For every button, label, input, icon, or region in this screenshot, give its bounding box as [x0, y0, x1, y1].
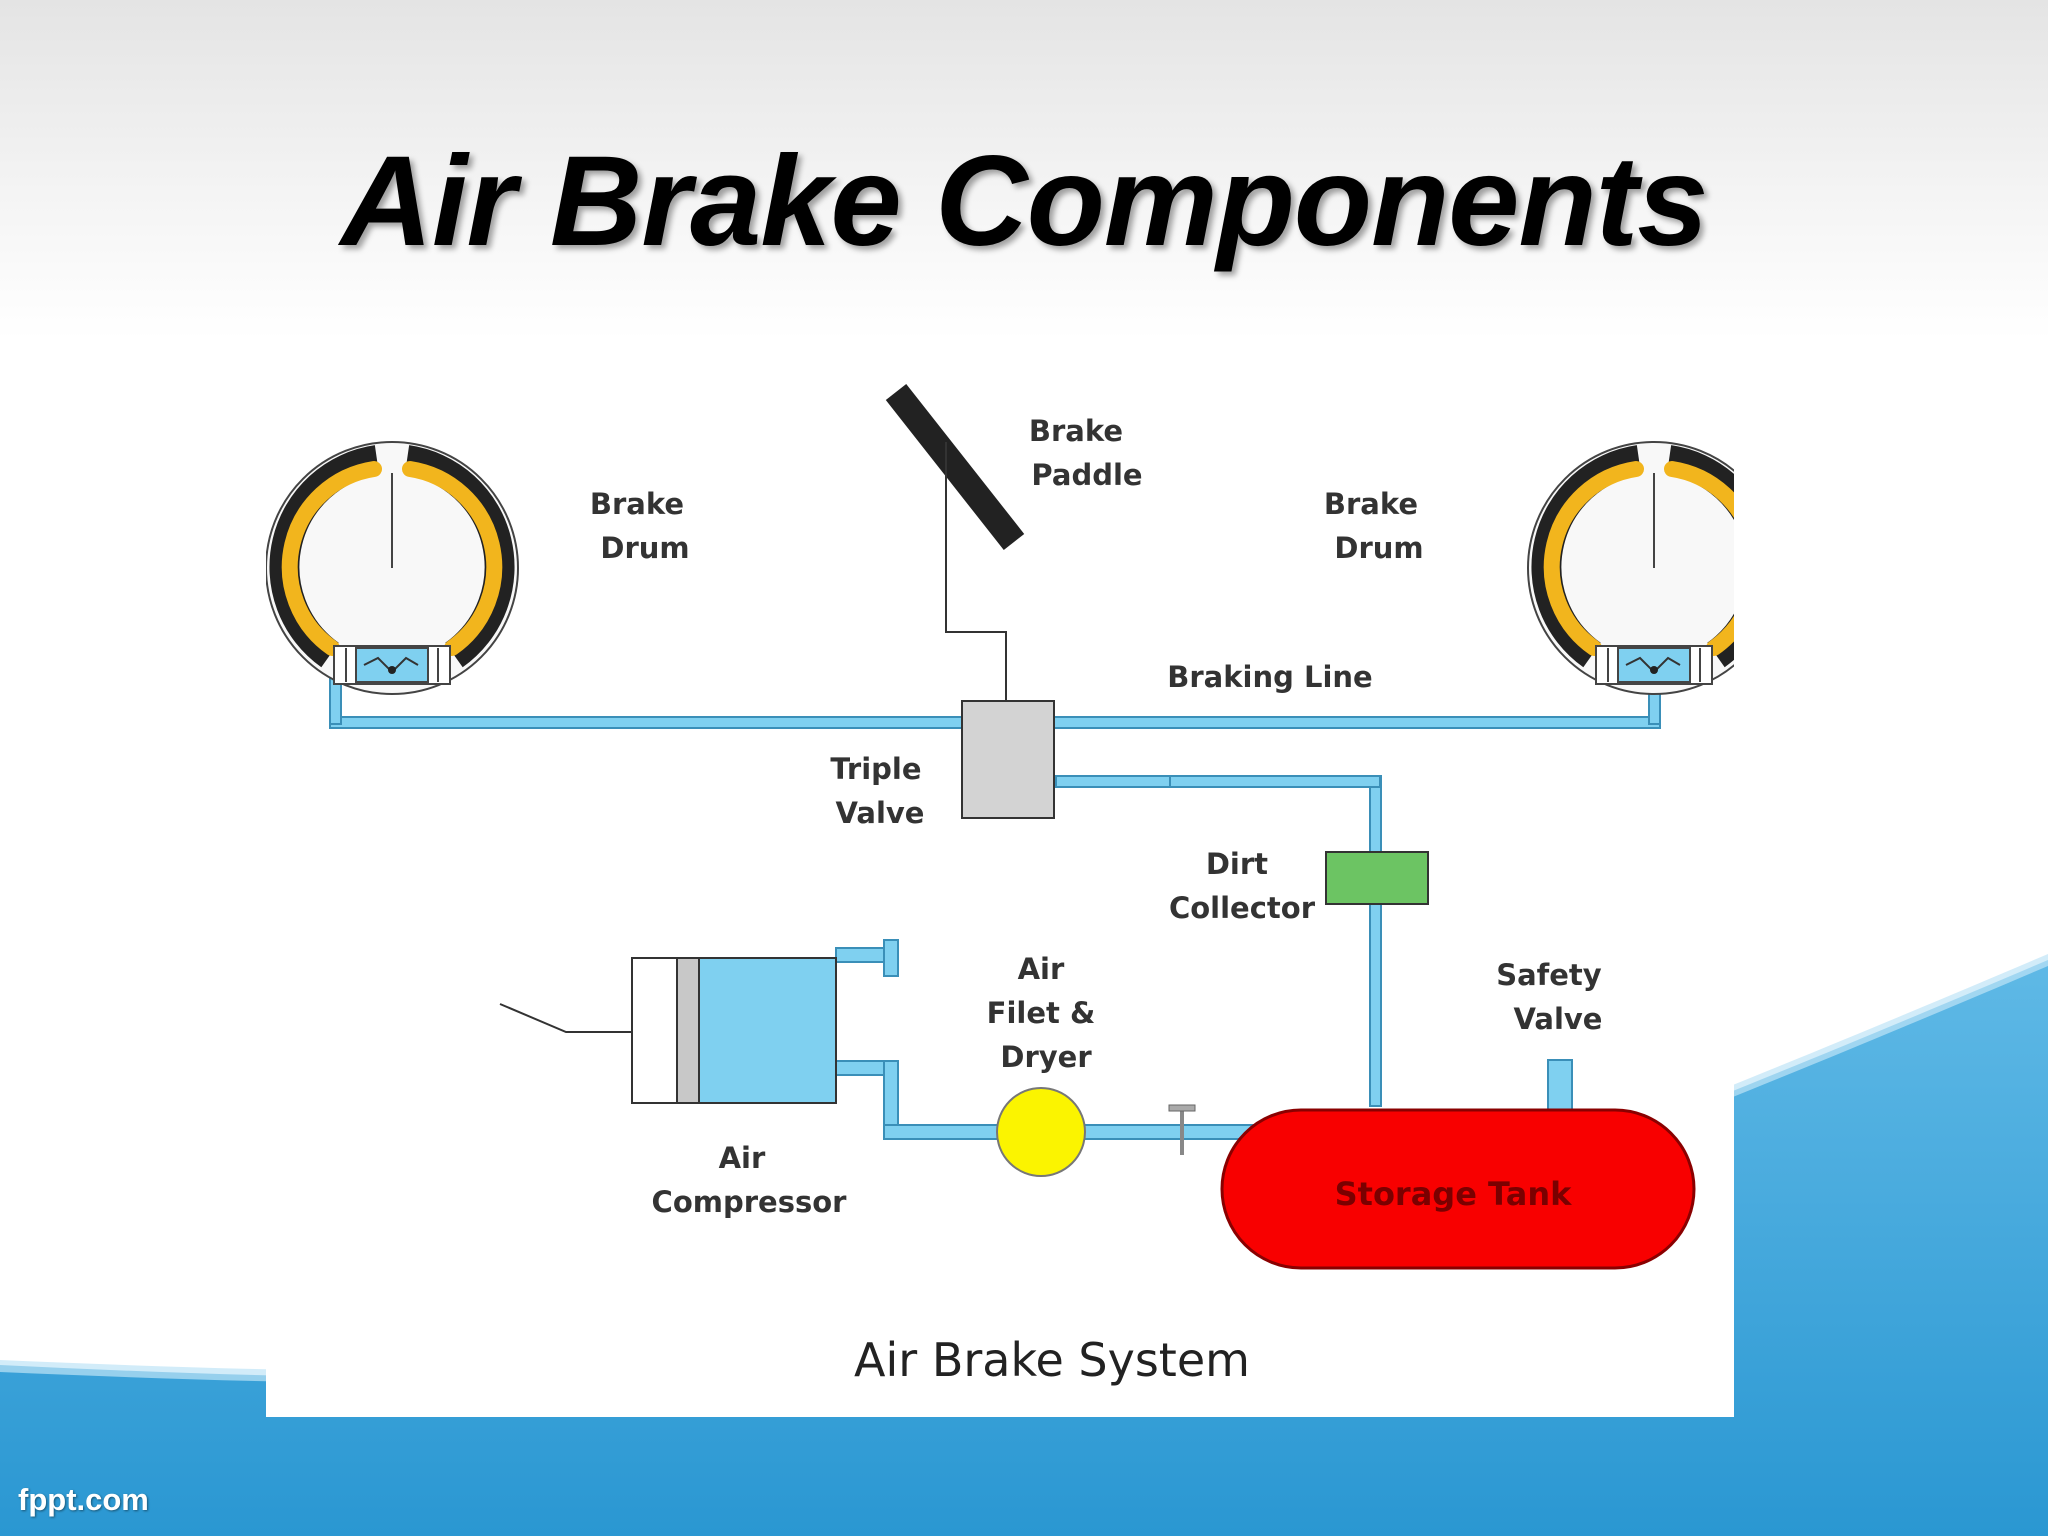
brake-drum-left — [266, 441, 519, 695]
slide-title: Air Brake Components — [340, 130, 1709, 273]
air-brake-diagram: Brake Drum Brake Paddle Brake Drum Braki… — [266, 383, 1734, 1387]
label-brake-drum-right: Brake Drum — [1324, 487, 1428, 565]
diagram-panel: Brake Drum Brake Paddle Brake Drum Braki… — [266, 372, 1734, 1417]
label-safety-valve: Safety Valve — [1496, 958, 1612, 1036]
triple-valve — [961, 700, 1055, 819]
supply-pipes — [835, 775, 1573, 1140]
label-air-compressor: Air Compressor — [652, 1141, 848, 1219]
fppt-watermark: fppt.com — [18, 1482, 149, 1517]
label-air-filter-dryer: Air Filet & Dryer — [987, 952, 1106, 1074]
dirt-collector — [1325, 851, 1429, 905]
label-brake-paddle: Brake Paddle — [1029, 414, 1143, 492]
diagram-caption: Air Brake System — [854, 1333, 1250, 1387]
storage-tank — [1220, 1108, 1696, 1270]
brake-drum-right — [1527, 441, 1734, 695]
label-triple-valve: Triple Valve — [830, 752, 931, 830]
label-dirt-collector: Dirt Collector — [1169, 847, 1316, 925]
label-storage-tank: Storage Tank — [1335, 1175, 1573, 1213]
brake-paddle — [885, 383, 1025, 702]
label-braking-line: Braking Line — [1167, 660, 1372, 694]
label-brake-drum-left: Brake Drum — [590, 487, 694, 565]
air-filter-dryer — [996, 1087, 1086, 1177]
air-compressor — [499, 957, 837, 1104]
drain-cock — [1168, 1104, 1196, 1155]
